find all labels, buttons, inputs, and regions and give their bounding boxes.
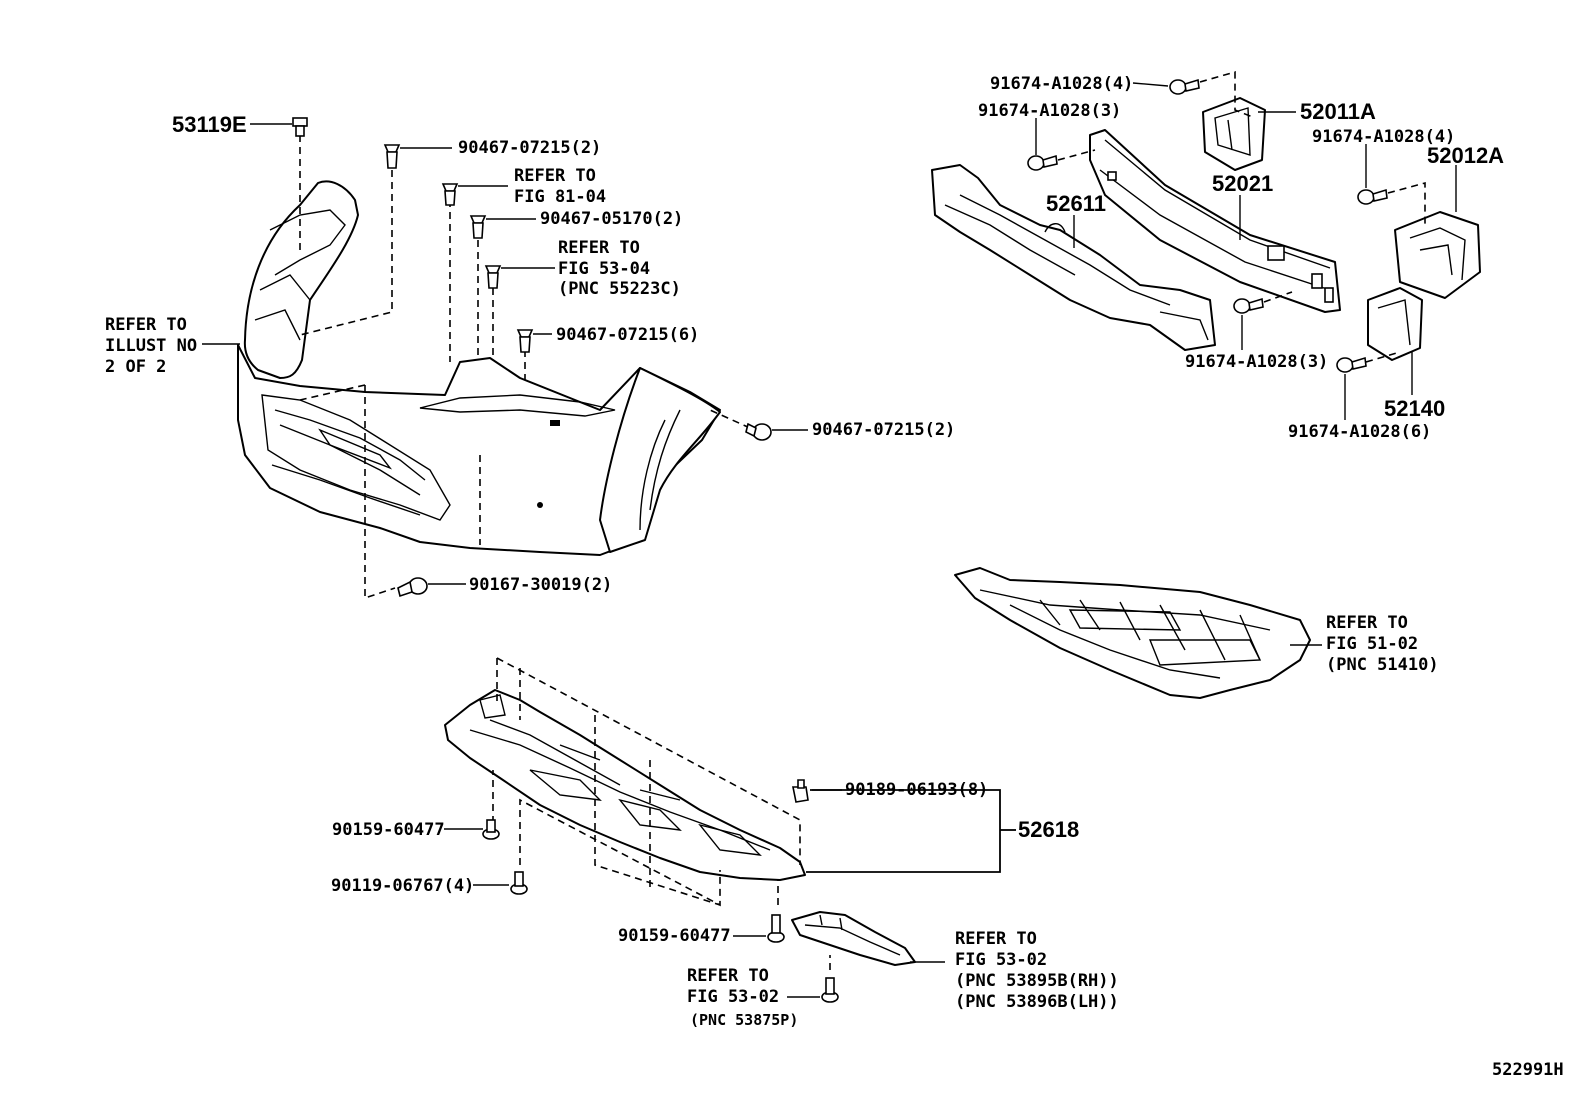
label-90467-07215-right: 90467-07215(2) <box>812 420 955 440</box>
label-refer-51-02-l1: REFER TO <box>1326 613 1408 633</box>
clip-fig-53-04-icon[interactable] <box>484 265 502 289</box>
label-refer-illust-l2: ILLUST NO <box>105 336 197 356</box>
label-refer-53-02-a-l1: REFER TO <box>687 966 769 986</box>
label-52021: 52021 <box>1212 171 1273 196</box>
label-90167-30019: 90167-30019(2) <box>469 575 612 595</box>
bracket-52140[interactable] <box>1367 287 1423 361</box>
figure-id: 522991H <box>1492 1060 1564 1080</box>
screw-90159-60477-left-icon[interactable] <box>482 819 500 840</box>
label-refer-illust-l3: 2 OF 2 <box>105 357 166 377</box>
front-bumper-cover[interactable] <box>237 180 721 556</box>
label-53119E: 53119E <box>172 112 247 137</box>
label-91674-4-top: 91674-A1028(4) <box>990 74 1133 94</box>
label-refer-53-04-l1: REFER TO <box>558 238 640 258</box>
label-90159-60477-bottom: 90159-60477 <box>618 926 731 946</box>
label-91674-4-right: 91674-A1028(4) <box>1312 127 1455 147</box>
bolt-53119E-icon[interactable] <box>292 117 308 137</box>
bolt-91674-right-icon[interactable] <box>1357 188 1388 205</box>
bracket-52011A[interactable] <box>1202 97 1266 171</box>
bracket-52012A[interactable] <box>1394 211 1481 299</box>
side-seal-53895B[interactable] <box>791 911 916 966</box>
label-refer-53-02-b-l4: (PNC 53896B(LH)) <box>955 992 1119 1012</box>
screw-90159-60477-bottom-icon[interactable] <box>767 914 785 943</box>
lower-cover-52618[interactable] <box>444 689 806 881</box>
screw-fig-53-02-icon[interactable] <box>821 977 839 1003</box>
bolt-91674-3-top-icon[interactable] <box>1027 154 1058 171</box>
screw-90167-30019-icon[interactable] <box>397 577 428 598</box>
label-91674-6: 91674-A1028(6) <box>1288 422 1431 442</box>
label-refer-53-04-l3: (PNC 55223C) <box>558 279 681 299</box>
label-90467-07215-6: 90467-07215(6) <box>556 325 699 345</box>
label-52611: 52611 <box>1046 191 1106 216</box>
bolt-91674-top-icon[interactable] <box>1169 78 1200 95</box>
label-90119-06767: 90119-06767(4) <box>331 876 474 896</box>
label-90189-06193: 90189-06193(8) <box>845 780 988 800</box>
clip-fig-81-04-icon[interactable] <box>441 183 459 206</box>
label-refer-53-02-a-l3: (PNC 53875P) <box>690 1011 798 1029</box>
label-52140: 52140 <box>1384 396 1445 421</box>
label-refer-53-02-b-l3: (PNC 53895B(RH)) <box>955 971 1119 991</box>
screw-90119-06767-icon[interactable] <box>510 871 528 895</box>
label-refer-81-04-l2: FIG 81-04 <box>514 187 606 207</box>
label-refer-illust-l1: REFER TO <box>105 315 187 335</box>
label-52011A: 52011A <box>1300 99 1376 124</box>
label-refer-53-04-l2: FIG 53-04 <box>558 259 650 279</box>
bolt-91674-6-icon[interactable] <box>1336 356 1367 373</box>
nut-90189-06193-icon[interactable] <box>792 779 809 803</box>
label-91674-3-top: 91674-A1028(3) <box>978 101 1121 121</box>
label-refer-53-02-b-l1: REFER TO <box>955 929 1037 949</box>
label-refer-53-02-a-l2: FIG 53-02 <box>687 987 779 1007</box>
label-52012A: 52012A <box>1427 143 1504 168</box>
clip-90467-05170-icon[interactable] <box>469 215 487 239</box>
label-52618: 52618 <box>1018 817 1079 842</box>
bolt-91674-3-mid-icon[interactable] <box>1233 297 1264 314</box>
label-refer-51-02-l3: (PNC 51410) <box>1326 655 1439 675</box>
label-refer-53-02-b-l2: FIG 53-02 <box>955 950 1047 970</box>
label-91674-3-mid: 91674-A1028(3) <box>1185 352 1328 372</box>
engine-under-cover[interactable] <box>954 567 1311 699</box>
clip-90467-07215-top-icon[interactable] <box>383 144 401 169</box>
label-refer-81-04-l1: REFER TO <box>514 166 596 186</box>
label-90159-60477-left: 90159-60477 <box>332 820 445 840</box>
clip-90467-07215-6-icon[interactable] <box>516 329 534 353</box>
clip-90467-07215-right-icon[interactable] <box>745 422 772 441</box>
reinforcement-52021[interactable] <box>1089 129 1341 313</box>
label-90467-07215-top: 90467-07215(2) <box>458 138 601 158</box>
label-90467-05170: 90467-05170(2) <box>540 209 683 229</box>
label-refer-51-02-l2: FIG 51-02 <box>1326 634 1418 654</box>
absorber-52611[interactable] <box>931 164 1216 351</box>
